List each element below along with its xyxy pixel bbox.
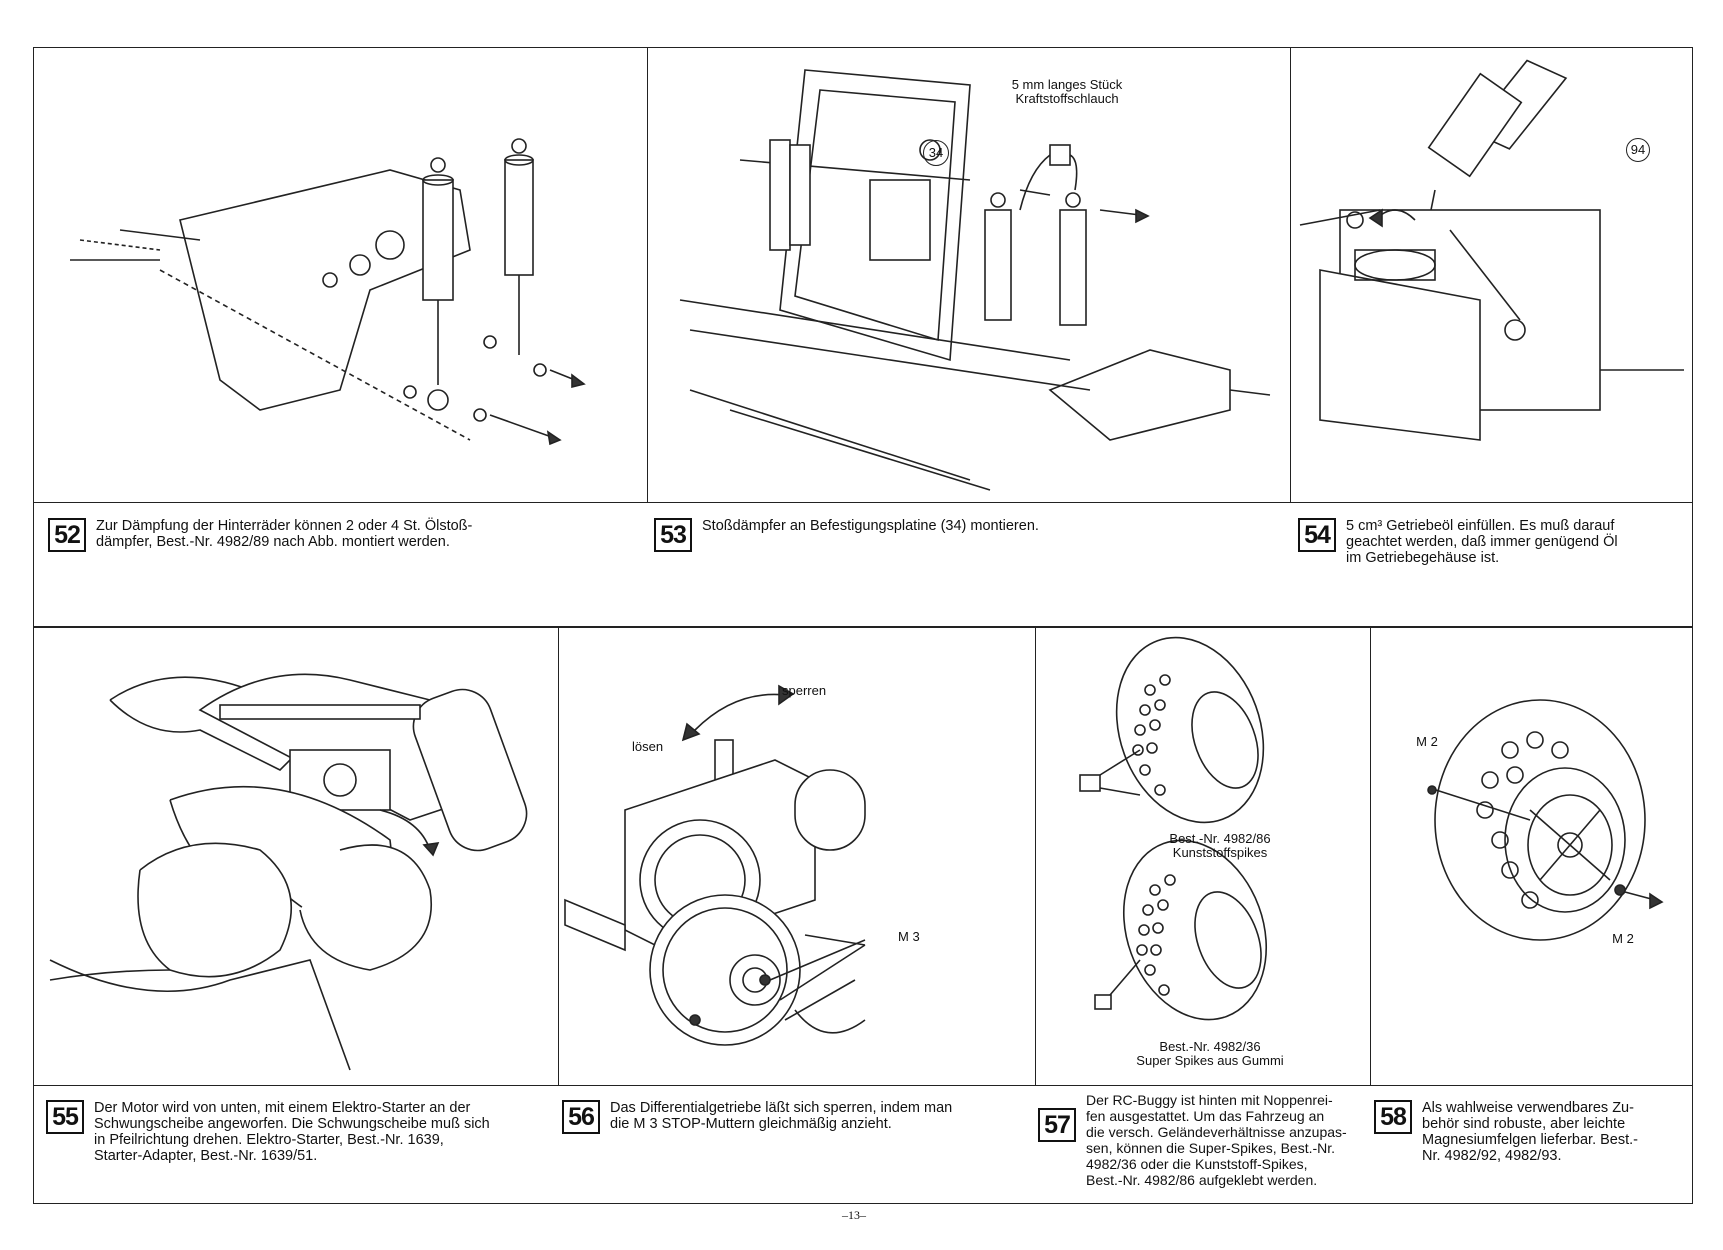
step-text: Stoßdämpfer an Befestigungsplatine (34) … [702,518,1039,534]
step-number: 56 [562,1100,600,1134]
part-34-label: 34 [923,140,949,166]
step-text: Zur Dämpfung der Hinterräder können 2 od… [96,518,473,550]
bottom-image-divider [33,1085,1693,1086]
loesen-label: lösen [632,739,664,754]
shock-absorber-illustration [70,138,586,446]
top-image-divider [33,502,1693,503]
step-text: 5 cm³ Getriebeöl einfüllen. Es muß darau… [1346,518,1618,566]
step-number: 55 [46,1100,84,1134]
step-number: 54 [1298,518,1336,552]
divider-57-58 [1370,627,1371,1085]
divider-55-56 [558,627,559,1085]
step-56: 56 Das Differentialgetriebe läßt sich sp… [562,1100,1032,1134]
step-number: 58 [1374,1100,1412,1134]
step-54: 54 5 cm³ Getriebeöl einfüllen. Es muß da… [1298,518,1688,566]
part-94-label: 94 [1626,138,1650,162]
step-52: 52 Zur Dämpfung der Hinterräder können 2… [48,518,638,552]
step-number: 52 [48,518,86,552]
step-number: 53 [654,518,692,552]
top-panel-frame [33,47,1693,627]
electric-starter-illustration [49,673,528,1071]
shock-mount-illustration [679,69,1271,491]
step-text: Der Motor wird von unten, mit einem Elek… [94,1100,490,1164]
step-text: Das Differentialgetriebe läßt sich sperr… [610,1100,953,1132]
step-55: 55 Der Motor wird von unten, mit einem E… [46,1100,556,1164]
m2-bottom-label: M 2 [1612,931,1634,946]
divider-53-54 [1290,47,1291,502]
spikes-36-label: Best.-Nr. 4982/36 Super Spikes aus Gummi [1136,1039,1284,1068]
gear-oil-illustration [1299,59,1684,441]
magnesium-rim-illustration [1427,699,1664,941]
divider-52-53 [647,47,648,502]
step-58: 58 Als wahlweise verwendbares Zu- behör … [1374,1100,1689,1164]
step-number: 57 [1038,1108,1076,1142]
spikes-86-label: Best.-Nr. 4982/86 Kunststoffspikes [1169,831,1271,860]
page-number: –13– [842,1208,866,1222]
sperren-label: sperren [782,683,827,698]
divider-56-57 [1035,627,1036,1085]
spike-tires-illustration [1079,636,1268,1021]
bottom-panel-frame [33,627,1693,1204]
step-57: 57 Der RC-Buggy ist hinten mit Noppenrei… [1038,1092,1373,1188]
differential-illustration [564,684,866,1046]
step-text: Als wahlweise verwendbares Zu- behör sin… [1422,1100,1638,1164]
m2-top-label: M 2 [1416,734,1438,749]
fuel-hose-label: 5 mm langes Stück Kraftstoffschlauch [1011,77,1123,106]
step-text: Der RC-Buggy ist hinten mit Noppenrei- f… [1086,1092,1347,1188]
step-53: 53 Stoßdämpfer an Befestigungsplatine (3… [654,518,1284,552]
m3-label: M 3 [898,929,920,944]
